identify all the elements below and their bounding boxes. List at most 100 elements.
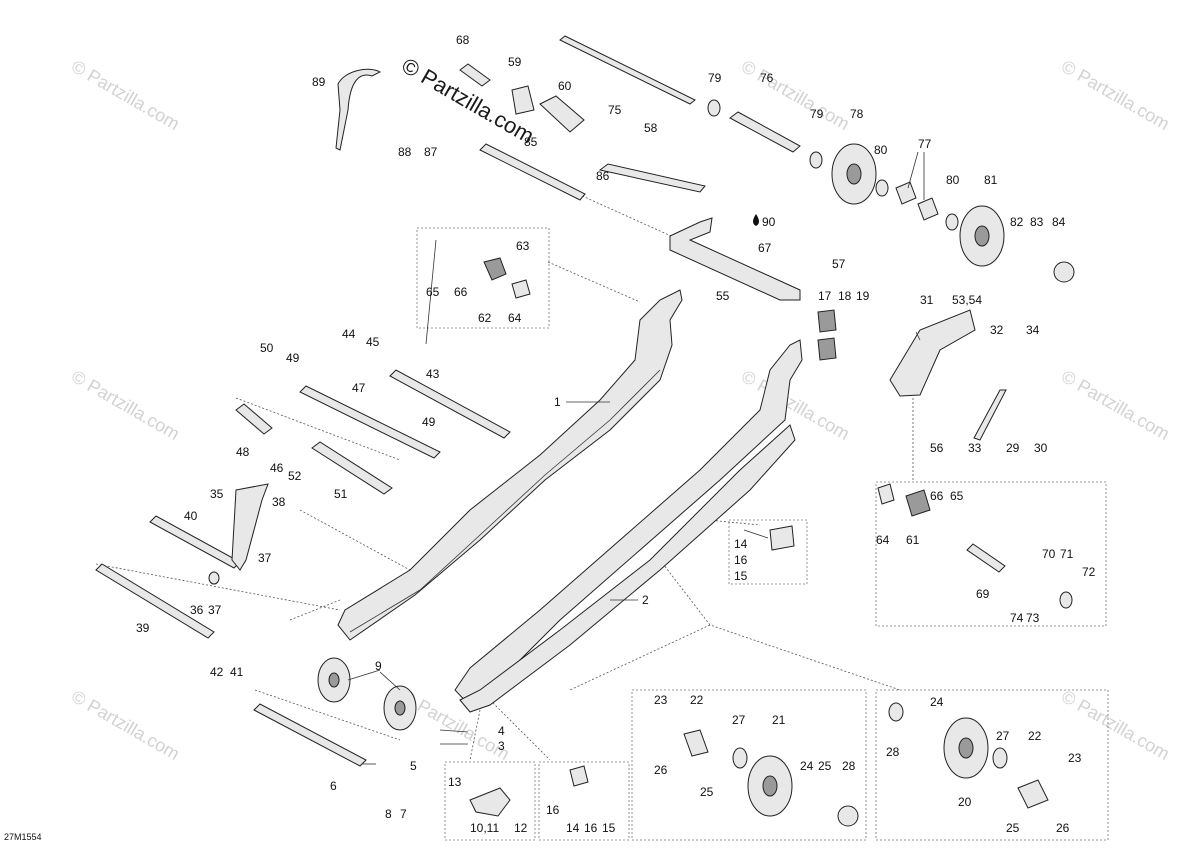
callout-48[interactable]: 48 [236, 445, 250, 459]
callout-78[interactable]: 78 [850, 107, 864, 121]
callout-38[interactable]: 38 [272, 495, 286, 509]
callout-77[interactable]: 77 [918, 137, 932, 151]
callout-26a[interactable]: 26 [654, 763, 668, 777]
callout-67[interactable]: 67 [758, 241, 772, 255]
callout-3[interactable]: 3 [498, 739, 505, 753]
callout-37a[interactable]: 37 [258, 551, 272, 565]
callout-31[interactable]: 31 [920, 293, 934, 307]
callout-23b[interactable]: 23 [1068, 751, 1082, 765]
callout-75[interactable]: 75 [608, 103, 622, 117]
callout-70[interactable]: 70 [1042, 547, 1056, 561]
callout-27b[interactable]: 27 [996, 729, 1010, 743]
callout-16a[interactable]: 16 [734, 553, 748, 567]
callout-40[interactable]: 40 [184, 509, 198, 523]
callout-65b[interactable]: 65 [950, 489, 964, 503]
callout-12[interactable]: 12 [514, 821, 528, 835]
callout-21[interactable]: 21 [772, 713, 786, 727]
callout-8[interactable]: 8 [385, 807, 392, 821]
callout-22a[interactable]: 22 [690, 693, 704, 707]
callout-1[interactable]: 1 [554, 395, 561, 409]
callout-28a[interactable]: 28 [842, 759, 856, 773]
callout-53-54[interactable]: 53,54 [952, 293, 982, 307]
callout-47[interactable]: 47 [352, 381, 366, 395]
callout-73[interactable]: 73 [1026, 611, 1040, 625]
callout-65a[interactable]: 65 [426, 285, 440, 299]
callout-22b[interactable]: 22 [1028, 729, 1042, 743]
callout-37b[interactable]: 37 [208, 603, 222, 617]
callout-33[interactable]: 33 [968, 441, 982, 455]
callout-24a[interactable]: 24 [800, 759, 814, 773]
callout-87[interactable]: 87 [424, 145, 438, 159]
callout-24b[interactable]: 24 [930, 695, 944, 709]
callout-46[interactable]: 46 [270, 461, 284, 475]
callout-88[interactable]: 88 [398, 145, 412, 159]
callout-10-11[interactable]: 10,11 [470, 821, 499, 835]
callout-64a[interactable]: 64 [508, 311, 522, 325]
callout-82[interactable]: 82 [1010, 215, 1024, 229]
callout-25a[interactable]: 25 [700, 785, 714, 799]
callout-66b[interactable]: 66 [930, 489, 944, 503]
callout-56[interactable]: 56 [930, 441, 944, 455]
callout-83[interactable]: 83 [1030, 215, 1044, 229]
callout-55[interactable]: 55 [716, 289, 730, 303]
callout-64b[interactable]: 64 [876, 533, 890, 547]
callout-9[interactable]: 9 [375, 659, 382, 673]
callout-29[interactable]: 29 [1006, 441, 1020, 455]
callout-16c[interactable]: 16 [584, 821, 598, 835]
callout-49a[interactable]: 49 [286, 351, 300, 365]
callout-19[interactable]: 19 [856, 289, 870, 303]
callout-4[interactable]: 4 [498, 724, 505, 738]
callout-28b[interactable]: 28 [886, 745, 900, 759]
callout-41[interactable]: 41 [230, 665, 244, 679]
callout-13[interactable]: 13 [448, 775, 462, 789]
callout-26b[interactable]: 26 [1056, 821, 1070, 835]
callout-66a[interactable]: 66 [454, 285, 468, 299]
callout-15a[interactable]: 15 [734, 569, 748, 583]
callout-79a[interactable]: 79 [708, 71, 722, 85]
callout-2[interactable]: 2 [642, 593, 649, 607]
callout-81[interactable]: 81 [984, 173, 998, 187]
callout-57[interactable]: 57 [832, 257, 846, 271]
callout-17[interactable]: 17 [818, 289, 832, 303]
callout-84[interactable]: 84 [1052, 215, 1066, 229]
callout-58[interactable]: 58 [644, 121, 658, 135]
callout-52[interactable]: 52 [288, 469, 302, 483]
callout-20[interactable]: 20 [958, 795, 972, 809]
callout-79b[interactable]: 79 [810, 107, 824, 121]
callout-14b[interactable]: 14 [566, 821, 580, 835]
callout-43[interactable]: 43 [426, 367, 440, 381]
callout-72[interactable]: 72 [1082, 565, 1096, 579]
callout-85[interactable]: 85 [524, 135, 538, 149]
callout-86[interactable]: 86 [596, 169, 610, 183]
callout-60[interactable]: 60 [558, 79, 572, 93]
callout-14a[interactable]: 14 [734, 537, 748, 551]
callout-76[interactable]: 76 [760, 71, 774, 85]
callout-45[interactable]: 45 [366, 335, 380, 349]
callout-59[interactable]: 59 [508, 55, 522, 69]
callout-90[interactable]: 90 [762, 215, 776, 229]
callout-35[interactable]: 35 [210, 487, 224, 501]
callout-61[interactable]: 61 [906, 533, 920, 547]
callout-74[interactable]: 74 [1010, 611, 1024, 625]
callout-5[interactable]: 5 [410, 759, 417, 773]
callout-32[interactable]: 32 [990, 323, 1004, 337]
callout-62[interactable]: 62 [478, 311, 492, 325]
callout-68[interactable]: 68 [456, 33, 470, 47]
callout-71[interactable]: 71 [1060, 547, 1074, 561]
callout-39[interactable]: 39 [136, 621, 150, 635]
callout-6[interactable]: 6 [330, 779, 337, 793]
callout-80a[interactable]: 80 [874, 143, 888, 157]
callout-69[interactable]: 69 [976, 587, 990, 601]
callout-25b[interactable]: 25 [818, 759, 832, 773]
callout-23a[interactable]: 23 [654, 693, 668, 707]
callout-7[interactable]: 7 [400, 807, 407, 821]
callout-49b[interactable]: 49 [422, 415, 436, 429]
callout-18[interactable]: 18 [838, 289, 852, 303]
callout-36[interactable]: 36 [190, 603, 204, 617]
callout-27a[interactable]: 27 [732, 713, 746, 727]
callout-80b[interactable]: 80 [946, 173, 960, 187]
callout-16b[interactable]: 16 [546, 803, 560, 817]
callout-25c[interactable]: 25 [1006, 821, 1020, 835]
callout-15b[interactable]: 15 [602, 821, 616, 835]
callout-34[interactable]: 34 [1026, 323, 1040, 337]
